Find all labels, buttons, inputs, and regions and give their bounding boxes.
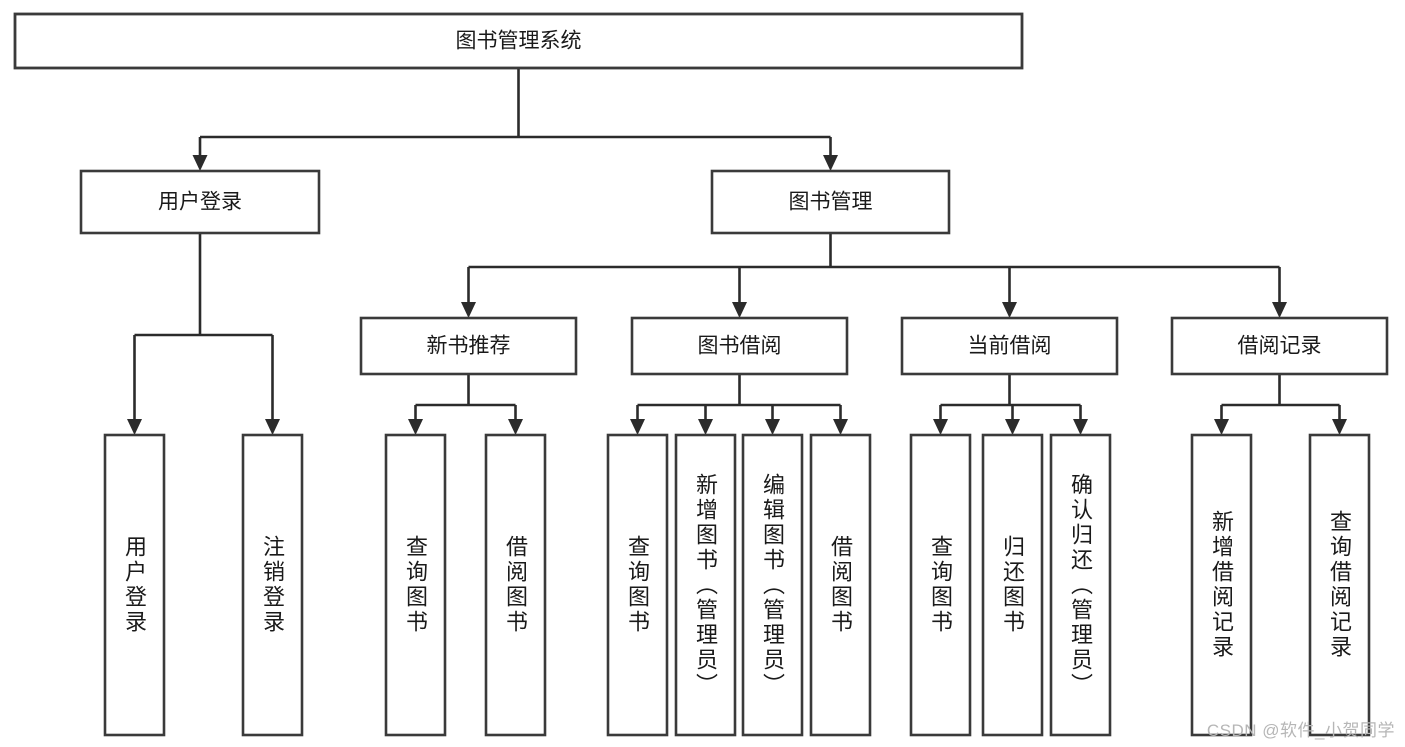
node-box-leaf-user-login <box>103 433 166 737</box>
node-label-root: 图书管理系统 <box>456 30 582 53</box>
node-box-borrow-record <box>1170 316 1389 376</box>
node-box-leaf-borrow-book-1 <box>484 433 547 737</box>
node-box-current-borrow <box>900 316 1119 376</box>
node-label-borrow-record: 借阅记录 <box>1238 335 1322 358</box>
arrow-head-icon <box>1272 302 1287 318</box>
arrow-head-icon <box>265 419 280 435</box>
node-box-leaf-add-record <box>1190 433 1253 737</box>
arrow-head-icon <box>823 155 838 171</box>
arrow-head-icon <box>192 155 208 171</box>
node-box-leaf-logout <box>241 433 304 737</box>
node-label-user-login: 用户登录 <box>158 191 242 214</box>
node-box-leaf-add-book <box>674 433 737 737</box>
arrow-head-icon <box>630 419 645 435</box>
node-box-leaf-query-record <box>1308 433 1371 737</box>
arrow-head-icon <box>833 419 848 435</box>
node-box-leaf-query-book-1 <box>384 433 447 737</box>
arrow-head-icon <box>933 419 948 435</box>
arrow-head-icon <box>732 302 747 318</box>
arrow-head-icon <box>461 302 476 318</box>
node-box-leaf-query-book-3 <box>909 433 972 737</box>
node-box-leaf-edit-book <box>741 433 804 737</box>
node-box-new-book-recommend <box>359 316 578 376</box>
arrow-head-icon <box>408 419 423 435</box>
boxes-layer <box>13 12 1389 737</box>
node-box-leaf-confirm-return <box>1049 433 1112 737</box>
node-box-book-borrow <box>630 316 849 376</box>
arrow-head-icon <box>508 419 523 435</box>
arrow-head-icon <box>127 419 142 435</box>
node-label-book-borrow: 图书借阅 <box>698 335 782 358</box>
arrow-head-icon <box>1073 419 1088 435</box>
node-label-new-book-recommend: 新书推荐 <box>427 335 511 358</box>
node-label-book-manage: 图书管理 <box>789 191 873 214</box>
node-box-leaf-query-book-2 <box>606 433 669 737</box>
node-box-root <box>13 12 1024 70</box>
arrow-head-icon <box>765 419 780 435</box>
arrow-head-icon <box>698 419 713 435</box>
node-box-user-login <box>79 169 321 235</box>
arrow-head-icon <box>1002 302 1017 318</box>
node-box-book-manage <box>710 169 951 235</box>
watermark: CSDN @软件_小贺同学 <box>1206 721 1395 740</box>
arrow-head-icon <box>1005 419 1020 435</box>
connectors-layer <box>127 68 1347 435</box>
arrow-head-icon <box>1214 419 1229 435</box>
node-label-current-borrow: 当前借阅 <box>968 335 1052 358</box>
node-box-leaf-return-book <box>981 433 1044 737</box>
node-box-leaf-borrow-book-2 <box>809 433 872 737</box>
arrow-head-icon <box>1332 419 1347 435</box>
